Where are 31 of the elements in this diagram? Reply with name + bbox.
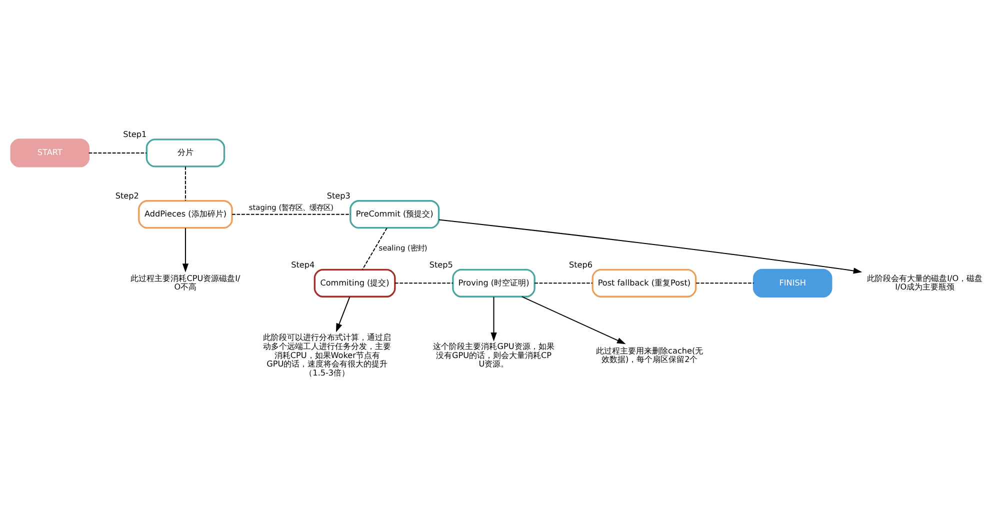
arrow — [490, 296, 497, 342]
connector — [232, 214, 350, 215]
arrow — [336, 296, 350, 332]
node-label: Step6 — [569, 259, 593, 270]
node-label: Step4 — [291, 259, 315, 270]
node-label: Step1 — [123, 129, 147, 140]
node-box: START — [10, 138, 90, 168]
node-label: Step2 — [115, 190, 139, 201]
arrow — [182, 228, 189, 272]
node-box: Commiting (提交) — [314, 268, 396, 298]
node-box: 分片 — [146, 138, 226, 168]
node-text: 此阶段会有大量的磁盘I/O，磁盘I/O成为主要瓶颈 — [867, 272, 983, 292]
connector — [534, 282, 592, 284]
arrow — [438, 219, 862, 274]
node-box: Proving (时空证明) — [452, 268, 536, 298]
node-box: PreCommit (预提交) — [350, 200, 440, 229]
node-text: 此过程主要用来删除cache(无效数据)，每个扇区保留2个 — [596, 345, 704, 364]
node-box: Post fallback (重复Post) — [592, 268, 697, 298]
connector — [362, 228, 388, 270]
connector — [696, 282, 754, 284]
node-text: 这个阶段主要消耗GPU资源，如果没有GPU的话，则会大量消耗CPU资源。 — [433, 341, 554, 369]
connector — [394, 282, 453, 284]
node-label: Step3 — [326, 190, 350, 201]
node-text: 此过程主要消耗CPU资源磁盘I/O不高 — [130, 272, 240, 292]
node-box: FINISH — [752, 268, 832, 298]
arrow — [522, 296, 626, 344]
node-text: 此阶段可以进行分布式计算，通过启动多个远端工人进行任务分发，主要消耗CPU，如果Woker节点有GPU的话，速度将会有很大的提升（1.5-3倍） — [263, 332, 392, 378]
node-box: AddPieces (添加碎片) — [138, 200, 233, 229]
node-label: Step5 — [429, 259, 453, 270]
connector — [88, 152, 147, 154]
connector — [184, 166, 186, 201]
